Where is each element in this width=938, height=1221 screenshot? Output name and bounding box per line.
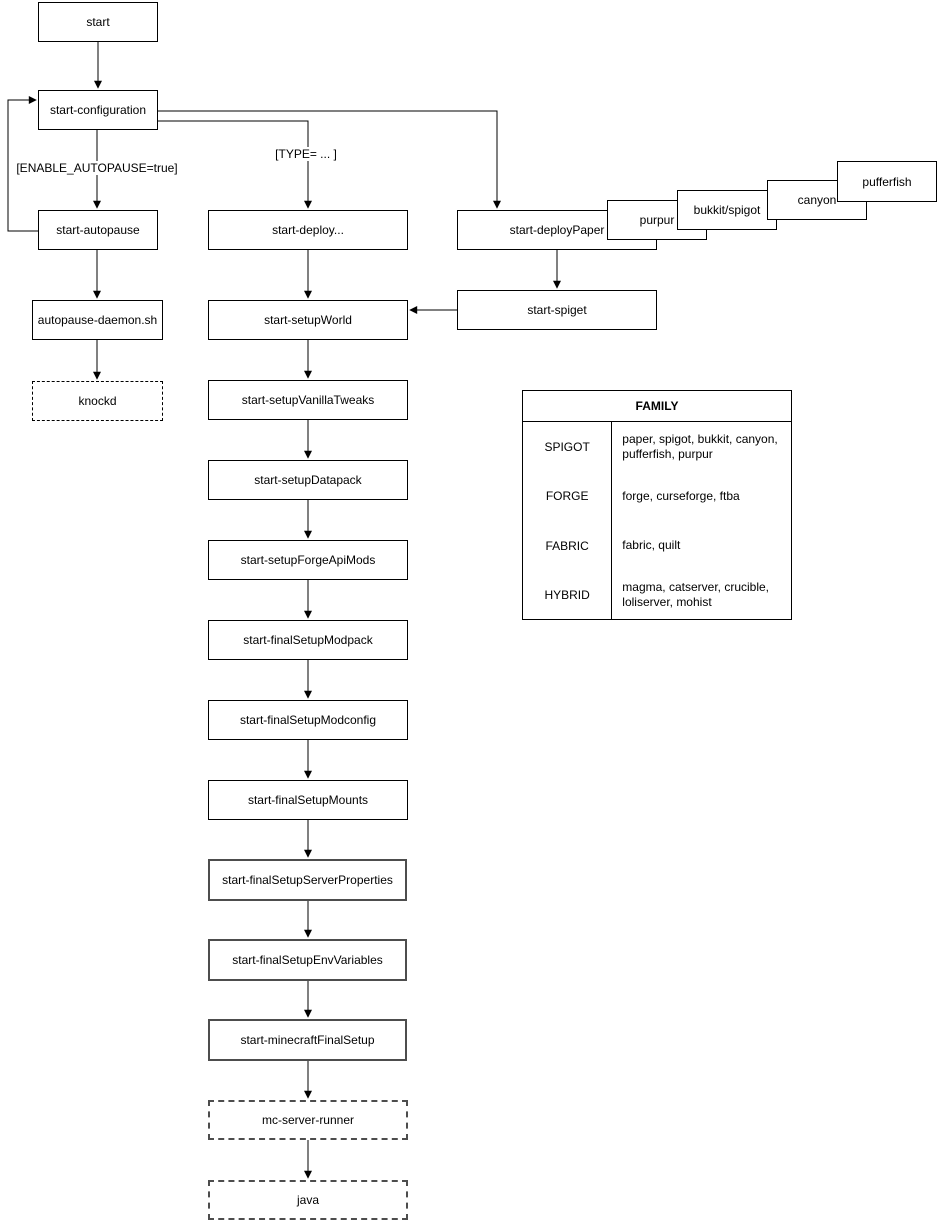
node-start-configuration: start-configuration	[38, 90, 158, 130]
node-start-finalsetupmodconfig: start-finalSetupModconfig	[208, 700, 408, 740]
family-members-cell: fabric, quilt	[622, 538, 681, 553]
edge-label-enable-autopause: [ENABLE_AUTOPAUSE=true]	[15, 161, 179, 175]
family-name-cell: SPIGOT	[523, 421, 613, 472]
node-start-setupforgeapimods: start-setupForgeApiMods	[208, 540, 408, 580]
node-java: java	[208, 1180, 408, 1220]
node-start-setupworld: start-setupWorld	[208, 300, 408, 340]
node-start-autopause: start-autopause	[38, 210, 158, 250]
node-start-finalsetupenvvariables: start-finalSetupEnvVariables	[208, 939, 407, 981]
family-members-cell: forge, curseforge, ftba	[622, 488, 740, 503]
node-start-deploy: start-deploy...	[208, 210, 408, 250]
node-autopause-daemon: autopause-daemon.sh	[32, 300, 163, 340]
node-knockd: knockd	[32, 381, 163, 421]
node-bukkit-spigot: bukkit/spigot	[677, 190, 777, 230]
node-start-setupdatapack: start-setupDatapack	[208, 460, 408, 500]
family-members-cell: paper, spigot, bukkit, canyon, pufferfis…	[622, 431, 778, 461]
node-pufferfish: pufferfish	[837, 161, 937, 202]
family-table-title: FAMILY	[523, 391, 791, 422]
family-members-cell: magma, catserver, crucible, loliserver, …	[622, 579, 770, 609]
node-start-finalsetupmodpack: start-finalSetupModpack	[208, 620, 408, 660]
table-row: FABRIC fabric, quilt	[523, 520, 791, 571]
node-start-spiget: start-spiget	[457, 290, 657, 330]
family-table: FAMILY SPIGOT paper, spigot, bukkit, can…	[522, 390, 792, 620]
table-row: FORGE forge, curseforge, ftba	[523, 471, 791, 521]
family-name-cell: HYBRID	[523, 570, 613, 619]
node-start-minecraftfinalsetup: start-minecraftFinalSetup	[208, 1019, 407, 1061]
family-name-cell: FABRIC	[523, 520, 613, 571]
edge-configuration-to-deploy	[158, 120, 312, 209]
edge-configuration-to-deploypaper	[158, 110, 501, 209]
node-start-setupvanillatweaks: start-setupVanillaTweaks	[208, 380, 408, 420]
node-start-finalsetupmounts: start-finalSetupMounts	[208, 780, 408, 820]
node-start: start	[38, 2, 158, 42]
node-start-finalsetupserverproperties: start-finalSetupServerProperties	[208, 859, 407, 901]
family-name-cell: FORGE	[523, 471, 613, 521]
edge-autopause-loop-to-configuration	[7, 96, 38, 232]
node-mc-server-runner: mc-server-runner	[208, 1100, 408, 1140]
table-row: SPIGOT paper, spigot, bukkit, canyon, pu…	[523, 421, 791, 472]
edge-label-type: [TYPE= ... ]	[274, 147, 338, 161]
table-row: HYBRID magma, catserver, crucible, lolis…	[523, 570, 791, 619]
